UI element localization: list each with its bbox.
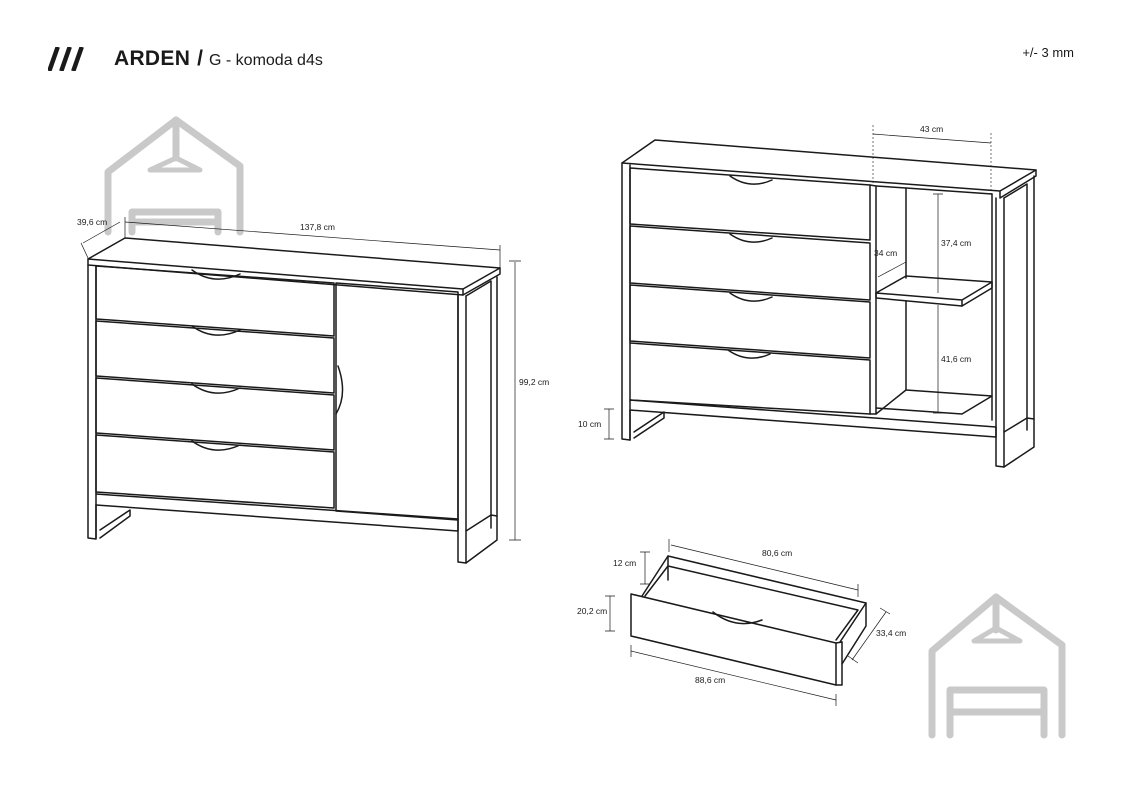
compartment-view-drawing: 43 cm 37,4 cm 41,6 cm 34 cm 10 cm bbox=[578, 124, 1037, 468]
drawer-inner-width-label: 80,6 cm bbox=[762, 548, 792, 558]
upper-height-label: 37,4 cm bbox=[941, 238, 971, 248]
triple-slash-logo-icon bbox=[48, 47, 84, 71]
front-depth-label: 39,6 cm bbox=[77, 217, 107, 227]
title-separator: / bbox=[197, 47, 204, 70]
leg-height-label: 10 cm bbox=[578, 419, 601, 429]
drawer-front-height-label: 20,2 cm bbox=[577, 606, 607, 616]
front-width-label: 137,8 cm bbox=[300, 222, 335, 232]
shelf-depth-label: 34 cm bbox=[874, 248, 897, 258]
product-name: ARDEN bbox=[114, 47, 191, 70]
product-subtitle: G - komoda d4s bbox=[209, 51, 323, 69]
compartment-width-label: 43 cm bbox=[920, 124, 943, 134]
front-view-drawing: 137,8 cm 39,6 cm 99,2 cm bbox=[77, 217, 549, 564]
house-armchair-watermark-icon-2 bbox=[928, 593, 1066, 739]
lower-height-label: 41,6 cm bbox=[941, 354, 971, 364]
drawer-view-drawing: 80,6 cm 12 cm 20,2 cm 33,4 cm 88,6 cm bbox=[577, 539, 906, 706]
house-armchair-watermark-icon bbox=[104, 116, 244, 236]
drawer-inner-height-label: 12 cm bbox=[613, 558, 636, 568]
drawer-front-width-label: 88,6 cm bbox=[695, 675, 725, 685]
drawer-depth-label: 33,4 cm bbox=[876, 628, 906, 638]
header: ARDEN / G - komoda d4s bbox=[48, 44, 323, 74]
tolerance-note: +/- 3 mm bbox=[1022, 45, 1074, 60]
front-height-label: 99,2 cm bbox=[519, 377, 549, 387]
